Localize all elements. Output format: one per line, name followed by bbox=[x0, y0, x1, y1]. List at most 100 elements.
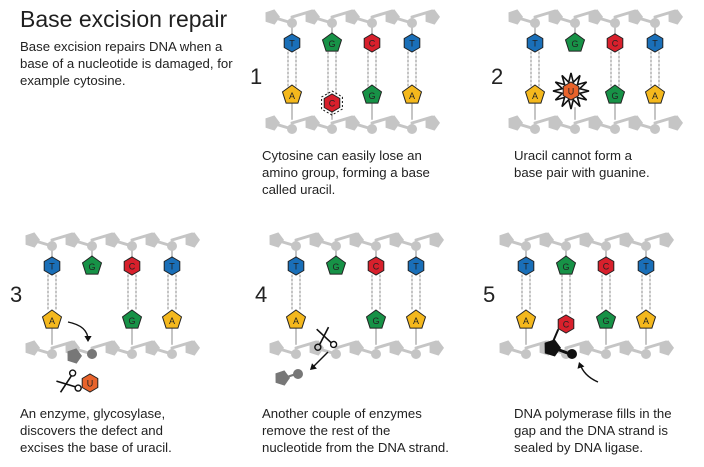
bottom-strand-phosphate bbox=[291, 349, 301, 359]
removed-link bbox=[283, 373, 297, 379]
step-3-caption-line: discovers the defect and bbox=[20, 423, 163, 438]
base-t-top-label: T bbox=[49, 262, 55, 272]
base-a-bottom-label: A bbox=[49, 316, 55, 326]
base-a-bottom-label: A bbox=[289, 91, 295, 101]
top-strand-sugar bbox=[269, 232, 284, 248]
step-5-caption-line: DNA polymerase fills in the bbox=[514, 406, 672, 421]
step-3-caption-line: excises the base of uracil. bbox=[20, 440, 172, 455]
base-t-top bbox=[287, 256, 305, 276]
step-5-caption: DNA polymerase fills in the gap and the … bbox=[514, 405, 672, 456]
base-u-bottom bbox=[562, 81, 580, 101]
top-strand-sugar bbox=[65, 232, 80, 248]
bottom-strand-sugar bbox=[429, 340, 444, 356]
base-a-bottom bbox=[405, 309, 427, 329]
base-g-bottom bbox=[121, 309, 143, 329]
base-a-bottom bbox=[41, 309, 63, 329]
step-1-caption-line: called uracil. bbox=[262, 182, 336, 197]
step-5-number: 5 bbox=[483, 282, 496, 307]
step-3-number: 3 bbox=[10, 282, 23, 307]
top-strand-sugar bbox=[548, 9, 563, 25]
base-t-top bbox=[646, 33, 664, 53]
scissors-part bbox=[314, 343, 322, 351]
top-strand-sugar bbox=[265, 9, 280, 25]
bottom-strand-sugar bbox=[265, 115, 280, 131]
top-strand-sugar bbox=[185, 232, 200, 248]
bottom-strand-sugar bbox=[588, 115, 603, 131]
step-4-caption-line: remove the rest of the bbox=[262, 423, 391, 438]
excision-arrow-head bbox=[84, 336, 92, 342]
base-c-top-label: C bbox=[373, 262, 380, 272]
base-g-bottom bbox=[604, 84, 626, 104]
base-c-top bbox=[606, 33, 624, 53]
base-a-bottom-label: A bbox=[413, 316, 419, 326]
top-strand-sugar bbox=[425, 9, 440, 25]
base-t-top bbox=[517, 256, 535, 276]
removed-phosphate bbox=[293, 369, 303, 379]
scissors-part bbox=[74, 384, 82, 392]
step-4-caption-line: nucleotide from the DNA strand. bbox=[262, 440, 449, 455]
base-a-bottom bbox=[401, 84, 423, 104]
top-strand-sugar bbox=[539, 232, 554, 248]
bottom-strand-phosphate bbox=[610, 124, 620, 134]
step-1-caption: Cytosine can easily lose an amino group,… bbox=[262, 147, 430, 198]
step-2-caption-line: base pair with guanine. bbox=[514, 165, 650, 180]
excision-arrow bbox=[67, 321, 89, 341]
top-strand-sugar bbox=[305, 9, 320, 25]
bottom-strand-phosphate bbox=[650, 124, 660, 134]
bottom-strand-sugar bbox=[305, 115, 320, 131]
removal-arrow-head bbox=[310, 363, 317, 370]
top-strand-sugar bbox=[25, 232, 40, 248]
base-a-bottom bbox=[644, 84, 666, 104]
base-c-top bbox=[597, 256, 615, 276]
base-g-bottom-label: G bbox=[372, 316, 379, 326]
base-g-top bbox=[564, 32, 586, 52]
base-a-bottom bbox=[515, 309, 537, 329]
base-c-bottom-label: C bbox=[329, 99, 336, 109]
base-c-top bbox=[367, 256, 385, 276]
base-g-bottom bbox=[361, 84, 383, 104]
bottom-strand-sugar bbox=[269, 340, 284, 356]
base-t-top bbox=[43, 256, 61, 276]
bottom-strand-phosphate bbox=[327, 124, 337, 134]
diagram-title: Base excision repair bbox=[20, 6, 228, 32]
top-strand-sugar bbox=[668, 9, 683, 25]
base-g-top bbox=[325, 255, 347, 275]
base-a-bottom-label: A bbox=[532, 91, 538, 101]
bottom-strand-phosphate bbox=[601, 349, 611, 359]
step-5-caption-line: sealed by DNA ligase. bbox=[514, 440, 644, 455]
bottom-strand-sugar bbox=[385, 115, 400, 131]
step-2-caption: Uracil cannot form a base pair with guan… bbox=[514, 147, 650, 181]
step-2-number: 2 bbox=[491, 64, 504, 89]
base-a-bottom bbox=[285, 309, 307, 329]
base-a-bottom-label: A bbox=[523, 316, 529, 326]
base-a-bottom-label: A bbox=[409, 91, 415, 101]
base-t-top-label: T bbox=[523, 262, 529, 272]
base-t-top-label: T bbox=[409, 39, 415, 49]
base-t-top bbox=[283, 33, 301, 53]
base-c-top-label: C bbox=[369, 39, 376, 49]
step-5-caption-line: gap and the DNA strand is bbox=[514, 423, 668, 438]
bottom-strand-sugar bbox=[659, 340, 674, 356]
base-g-bottom-label: G bbox=[602, 316, 609, 326]
base-g-bottom bbox=[365, 309, 387, 329]
base-t-top-label: T bbox=[413, 262, 419, 272]
top-strand-sugar bbox=[145, 232, 160, 248]
base-t-top-label: T bbox=[643, 262, 649, 272]
bottom-strand-phosphate bbox=[371, 349, 381, 359]
damage-marker bbox=[321, 90, 343, 116]
base-u-excised-label: U bbox=[87, 379, 94, 389]
new-phosphate bbox=[567, 349, 577, 359]
bottom-strand-phosphate bbox=[641, 349, 651, 359]
step-3-caption: An enzyme, glycosylase, discovers the de… bbox=[20, 405, 172, 456]
base-c-top bbox=[363, 33, 381, 53]
bottom-strand-phosphate bbox=[127, 349, 137, 359]
empty-phosphate bbox=[87, 349, 97, 359]
bottom-strand-sugar bbox=[105, 340, 120, 356]
base-a-bottom-label: A bbox=[643, 316, 649, 326]
bottom-strand-sugar bbox=[185, 340, 200, 356]
scissors-part bbox=[59, 375, 73, 393]
